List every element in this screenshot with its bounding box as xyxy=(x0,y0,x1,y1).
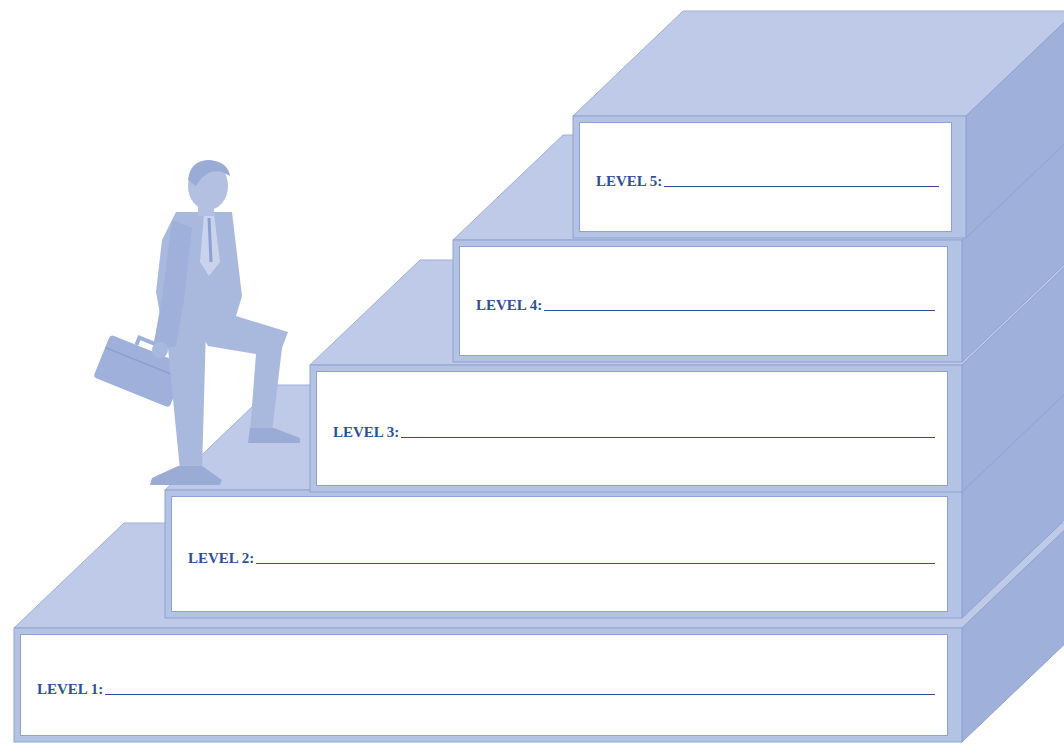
blank-line xyxy=(105,693,935,695)
level-label: LEVEL 4: xyxy=(476,297,542,314)
step-front xyxy=(573,116,966,238)
level-label: LEVEL 5: xyxy=(596,173,662,190)
level-box: LEVEL 4: xyxy=(459,246,948,356)
blank-line xyxy=(256,562,935,564)
level-row: LEVEL 4: xyxy=(476,297,935,314)
level-box: LEVEL 1: xyxy=(20,634,948,736)
level-row: LEVEL 2: xyxy=(188,550,935,567)
blank-line xyxy=(401,436,935,438)
level-box: LEVEL 2: xyxy=(171,496,948,612)
step-front xyxy=(310,365,962,492)
level-row: LEVEL 5: xyxy=(596,173,939,190)
step-front xyxy=(453,240,962,362)
stair-step xyxy=(573,11,1064,238)
level-label: LEVEL 1: xyxy=(37,681,103,698)
level-box: LEVEL 3: xyxy=(316,371,948,486)
level-row: LEVEL 3: xyxy=(333,424,935,441)
blank-line xyxy=(664,185,939,187)
level-row: LEVEL 1: xyxy=(37,681,935,698)
level-box: LEVEL 5: xyxy=(579,122,952,232)
level-label: LEVEL 3: xyxy=(333,424,399,441)
step-front xyxy=(165,490,962,618)
level-label: LEVEL 2: xyxy=(188,550,254,567)
step-front xyxy=(14,628,962,742)
businessman-figure xyxy=(93,160,300,485)
blank-line xyxy=(544,309,935,311)
step-side xyxy=(966,11,1064,238)
stair-steps xyxy=(14,11,1064,742)
